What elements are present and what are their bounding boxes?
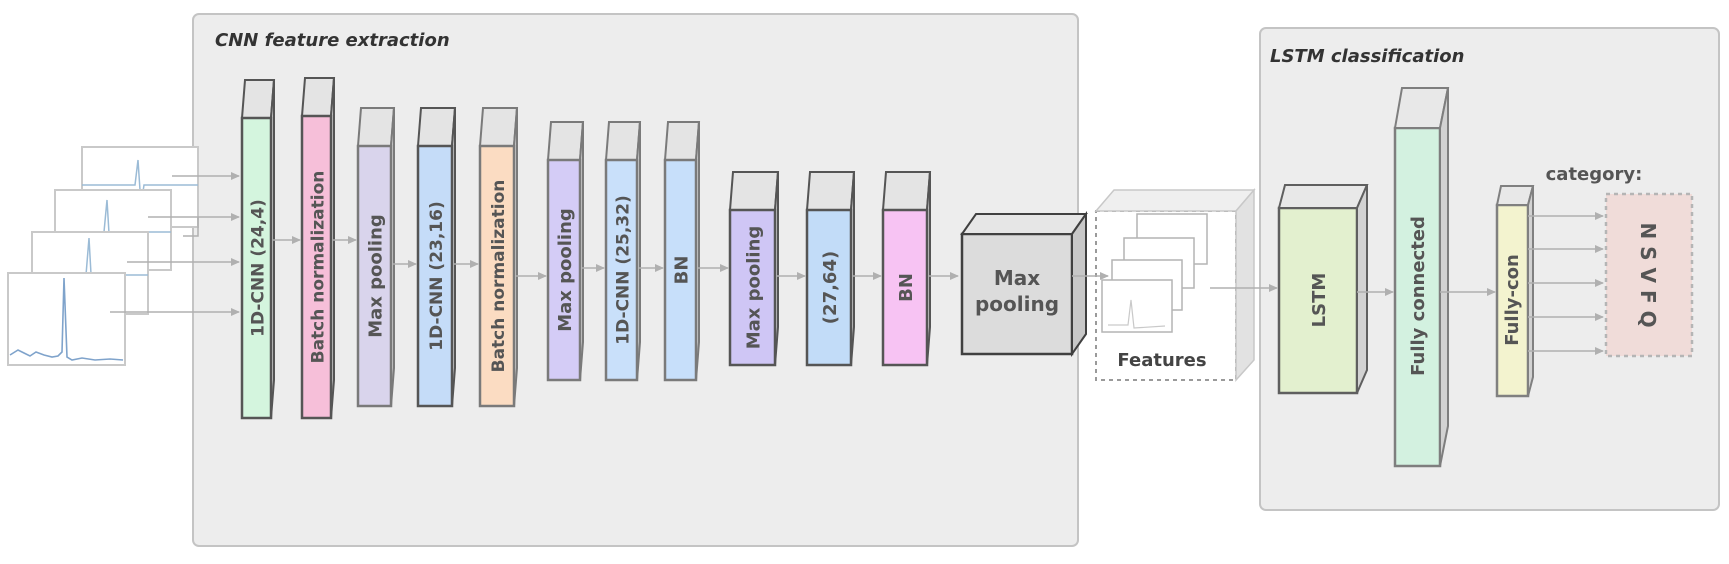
final-max-pooling-label-line1: Max — [994, 266, 1040, 290]
layer-block-bn1: Batch normalization — [300, 77, 336, 420]
flow-arrows — [1072, 212, 1604, 355]
layer-front-face — [478, 144, 516, 408]
layer-label-bn2: Batch normalization — [489, 180, 509, 373]
layer-label-conv1: 1D-CNN (24,4) — [249, 199, 269, 337]
layer-top-face — [356, 107, 396, 147]
layer-top-face — [416, 107, 457, 147]
features-block: Features — [1094, 187, 1256, 382]
layer-front-face — [663, 158, 698, 382]
layer-block-bn3: BN — [663, 121, 701, 382]
fully-con-block: Fully-con — [1495, 185, 1535, 398]
ecg-card-1-trace — [9, 277, 124, 361]
cnn-layer-arrows — [273, 236, 959, 280]
layer-front-face — [356, 144, 393, 408]
layer-top-face — [300, 77, 336, 117]
lstm-layer-block: LSTM — [1277, 184, 1369, 395]
category-output-block: category: N S V F Q — [1546, 164, 1694, 358]
layer-label-bn4: BN — [896, 273, 917, 302]
layer-block-conv4: (27,64) — [805, 171, 856, 367]
category-title: category: — [1546, 164, 1643, 185]
layer-front-face — [546, 158, 582, 382]
layer-top-face — [728, 171, 780, 211]
fully-connected-block: Fully connected — [1393, 87, 1450, 468]
feature-map-trace — [1108, 299, 1166, 329]
lstm-section-panel — [1259, 27, 1720, 511]
layer-label-bn3: BN — [672, 256, 693, 285]
layer-label-bn1: Batch normalization — [309, 171, 329, 364]
lstm-section-title: LSTM classification — [1270, 46, 1464, 67]
layer-label-conv4: (27,64) — [820, 251, 841, 324]
lstm-layer-label: LSTM — [1309, 273, 1330, 328]
layer-front-face — [805, 208, 853, 367]
fully-con-label: Fully-con — [1502, 254, 1523, 346]
fully-connected-label: Fully connected — [1408, 216, 1429, 376]
final-max-pooling-block: Max pooling — [960, 210, 1088, 358]
final-max-pooling-label-line2: pooling — [975, 292, 1059, 316]
layer-block-conv2: 1D-CNN (23,16) — [416, 107, 457, 408]
cnn-section-title: CNN feature extraction — [215, 30, 450, 51]
layer-top-face — [663, 121, 701, 161]
ecg-card-4-trace — [82, 159, 198, 206]
layer-front-face — [728, 208, 777, 367]
layer-label-pool1: Max pooling — [366, 214, 387, 338]
layer-block-conv3: 1D-CNN (25,32) — [604, 121, 642, 382]
category-box — [1604, 192, 1694, 358]
layer-top-face — [478, 107, 519, 147]
layer-block-pool2: Max pooling — [546, 121, 585, 382]
feature-map-4 — [1101, 279, 1173, 333]
layer-top-face — [881, 171, 932, 211]
cnn-layer-stack: 1D-CNN (24,4) Batch normalization Max pool… — [240, 77, 932, 420]
layer-front-face — [881, 208, 929, 367]
layer-block-pool3: Max pooling — [728, 171, 780, 367]
input-arrows — [110, 172, 240, 316]
layer-block-pool1: Max pooling — [356, 107, 396, 408]
layer-label-pool2: Max pooling — [555, 208, 576, 332]
layer-front-face — [300, 114, 333, 420]
layer-front-face — [416, 144, 454, 408]
category-classes: N S V F Q — [1636, 222, 1660, 327]
features-label: Features — [1117, 350, 1206, 371]
layer-top-face — [546, 121, 585, 161]
layer-label-conv2: 1D-CNN (23,16) — [427, 201, 447, 350]
layer-top-face — [604, 121, 642, 161]
layer-front-face — [240, 116, 273, 420]
layer-top-face — [240, 79, 276, 119]
layer-block-conv1: 1D-CNN (24,4) — [240, 79, 276, 420]
layer-label-pool3: Max pooling — [744, 226, 765, 350]
ecg-input-stack — [7, 146, 199, 366]
layer-top-face — [805, 171, 856, 211]
layer-block-bn4: BN — [881, 171, 932, 367]
layer-block-bn2: Batch normalization — [478, 107, 519, 408]
layer-label-conv3: 1D-CNN (25,32) — [614, 195, 634, 344]
layer-front-face — [604, 158, 639, 382]
